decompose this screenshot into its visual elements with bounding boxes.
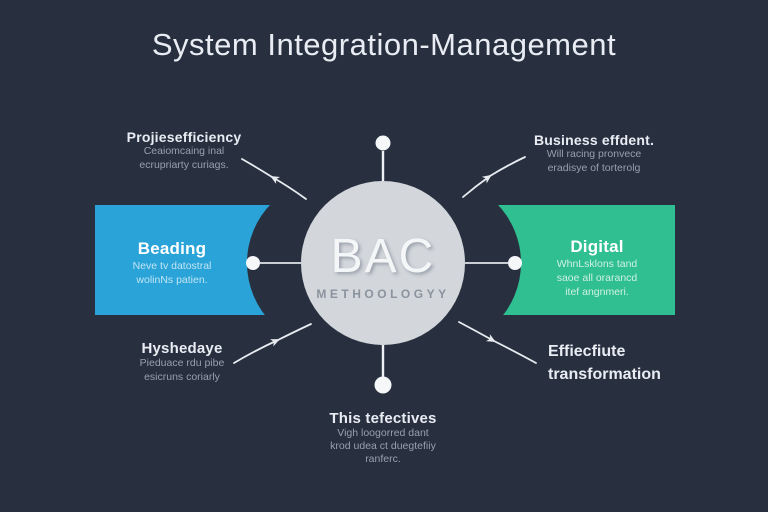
node-subline: Ceaiomcaing inal	[143, 145, 225, 157]
top-node-dot	[375, 135, 391, 151]
central-acronym: BAC	[330, 230, 436, 283]
node-heading: This tefectives	[329, 410, 437, 427]
central-methodology-label: BAC METHOOLOGYY	[316, 229, 449, 301]
node-subline: ranferc.	[365, 453, 401, 465]
bottom-left-arrow	[233, 323, 312, 364]
node-bottom-center: This tefectives Vigh loogorred dant krod…	[329, 410, 436, 466]
right-node-dot	[508, 256, 522, 270]
node-heading: Business effdent.	[533, 132, 655, 148]
node-subline: esicruns coriarly	[144, 370, 220, 383]
node-heading: Effiecfiute	[548, 343, 626, 360]
bottom-right-arrow	[458, 321, 537, 364]
central-circle	[301, 181, 465, 345]
top-left-arrow	[241, 158, 307, 200]
node-subline: itef angnmeri.	[565, 286, 629, 298]
node-subline: wolinNs patien.	[136, 274, 208, 286]
node-bottom-right: Effiecfiute transformation	[548, 340, 661, 386]
node-right-panel: Digital WhnLsklons tand saoe all oraranc…	[557, 237, 638, 299]
node-heading: Digital	[570, 237, 624, 256]
node-subline: ecrupriarty curiags.	[139, 158, 229, 171]
node-top-left: Projiesefficiency Ceaiomcaing inal ecrup…	[127, 129, 242, 172]
node-heading: transformation	[548, 366, 661, 383]
node-subline: WhnLsklons tand	[556, 258, 638, 270]
right-panel-shape	[498, 205, 675, 315]
left-panel-shape	[95, 205, 270, 315]
node-subline: krod udea ct duegtefiiy	[330, 440, 436, 452]
node-heading: Beading	[137, 239, 207, 258]
node-left-panel: Beading Neve tv datostral wolinNs patien…	[133, 239, 212, 287]
central-subtitle: METHOOLOGYY	[316, 287, 450, 301]
node-subline: saoe all orarancd	[556, 272, 638, 284]
node-subline: eradisye of torterolg	[547, 161, 641, 174]
node-heading: Hyshedaye	[141, 340, 223, 357]
left-node-dot	[246, 256, 260, 270]
node-subline: Will racing pronvece	[546, 148, 642, 160]
node-heading: Projiesefficiency	[126, 129, 242, 145]
node-bottom-left: Hyshedaye Pieduace rdu pibe esicruns cor…	[140, 340, 225, 384]
page-title: System Integration-Management	[151, 27, 617, 62]
node-top-right: Business effdent. Will racing pronvece e…	[534, 132, 654, 175]
top-right-arrow	[462, 156, 526, 198]
bottom-node-dot	[374, 376, 392, 394]
node-subline: Pieduace rdu pibe	[139, 357, 225, 369]
node-subline: Neve tv datostral	[132, 260, 212, 272]
node-subline: Vigh loogorred dant	[337, 427, 429, 439]
